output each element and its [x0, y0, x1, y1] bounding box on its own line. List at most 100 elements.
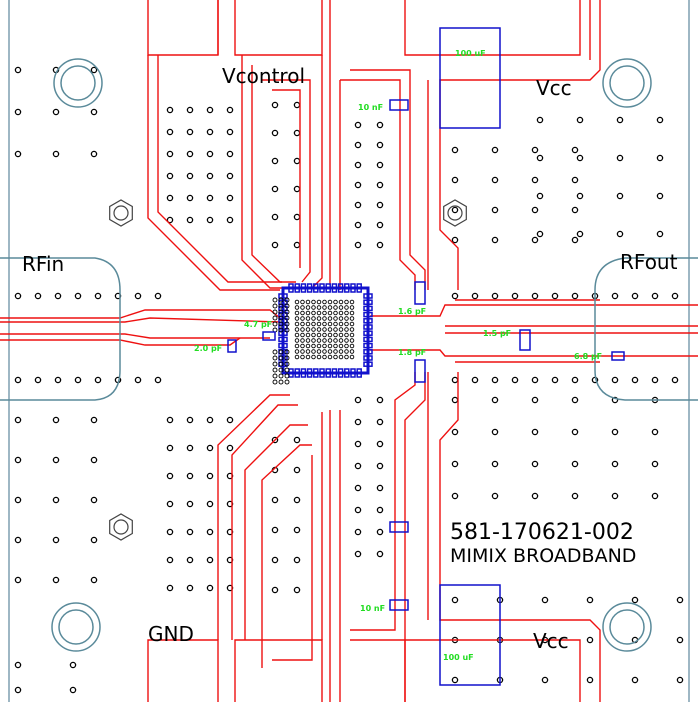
via	[272, 367, 278, 373]
chip-via	[305, 343, 311, 349]
chip-via	[316, 310, 322, 316]
rf-pads	[0, 257, 698, 401]
via	[541, 676, 549, 684]
via	[451, 460, 459, 468]
component-labels: 100 uF 100 uF 10 nF 10 nF 4.7 pF 2.0 pF …	[194, 49, 602, 662]
cap-label-4-7p: 4.7 pF	[244, 320, 272, 329]
chip-via	[333, 349, 338, 354]
via	[52, 456, 60, 464]
via	[90, 108, 98, 116]
chip-pad	[331, 368, 338, 378]
chip-pad	[325, 283, 331, 293]
chip-pad	[306, 368, 313, 378]
chip-pad	[278, 342, 288, 349]
chip-via	[338, 332, 344, 338]
via	[531, 376, 539, 384]
via	[293, 185, 301, 193]
chip-via	[322, 299, 327, 305]
chip-pad	[319, 368, 325, 378]
via	[293, 101, 301, 109]
chip-via	[305, 332, 311, 338]
chip-via	[322, 305, 327, 310]
via	[226, 416, 234, 424]
via	[571, 460, 579, 468]
via	[671, 292, 679, 300]
chip-pad	[363, 336, 373, 343]
chip-via	[333, 343, 338, 349]
via	[271, 586, 279, 594]
via	[293, 556, 301, 564]
gnd-label: GND	[148, 622, 194, 646]
cap-label-2-0p: 2.0 pF	[194, 344, 222, 353]
chip-via	[311, 305, 316, 310]
via	[631, 596, 639, 604]
via	[354, 241, 362, 249]
chip-via	[300, 321, 305, 327]
via	[376, 161, 384, 169]
via	[166, 416, 174, 424]
via	[206, 172, 214, 180]
via	[354, 506, 362, 514]
via	[278, 355, 284, 361]
chip-via	[294, 332, 300, 338]
via	[186, 556, 194, 564]
chip-via	[316, 332, 322, 338]
via	[284, 315, 290, 321]
chip-via	[300, 338, 305, 343]
chip-via	[349, 343, 355, 349]
via	[134, 292, 142, 300]
via	[531, 396, 539, 404]
chip-via	[305, 338, 311, 343]
chip-via	[305, 327, 311, 332]
via	[531, 460, 539, 468]
chip-pad	[331, 283, 338, 293]
via	[166, 500, 174, 508]
via	[293, 586, 301, 594]
via	[154, 376, 162, 384]
via	[451, 376, 459, 384]
chip-via	[338, 310, 344, 316]
via	[166, 528, 174, 536]
via	[611, 396, 619, 404]
via	[14, 536, 22, 544]
via	[354, 418, 362, 426]
via	[354, 528, 362, 536]
via	[14, 376, 22, 384]
chip-via	[344, 349, 349, 354]
chip-via	[300, 349, 305, 354]
via	[631, 292, 639, 300]
chip-via	[344, 354, 349, 360]
via	[14, 661, 22, 669]
via	[451, 146, 459, 154]
via	[206, 500, 214, 508]
via	[354, 550, 362, 558]
via-holes	[14, 66, 684, 694]
via	[491, 492, 499, 500]
chip-via	[311, 354, 316, 360]
via	[284, 321, 290, 327]
chip-via	[305, 349, 311, 354]
chip-via	[333, 316, 338, 321]
vcc-bottom-label: Vcc	[533, 629, 569, 653]
chip-via	[344, 310, 349, 316]
via	[186, 194, 194, 202]
via	[551, 292, 559, 300]
via	[531, 236, 539, 244]
chip-via	[294, 305, 300, 310]
via	[651, 492, 659, 500]
chip-via	[300, 316, 305, 321]
via	[293, 129, 301, 137]
via	[226, 444, 234, 452]
chip-via	[311, 343, 316, 349]
via	[354, 396, 362, 404]
via	[14, 108, 22, 116]
via	[284, 379, 290, 385]
via	[354, 462, 362, 470]
via	[376, 201, 384, 209]
vcontrol-label: Vcontrol	[222, 64, 305, 88]
chip-via	[300, 305, 305, 310]
via	[576, 192, 584, 200]
chip-pad	[325, 368, 331, 378]
chip-pad	[350, 368, 356, 378]
via	[226, 150, 234, 158]
